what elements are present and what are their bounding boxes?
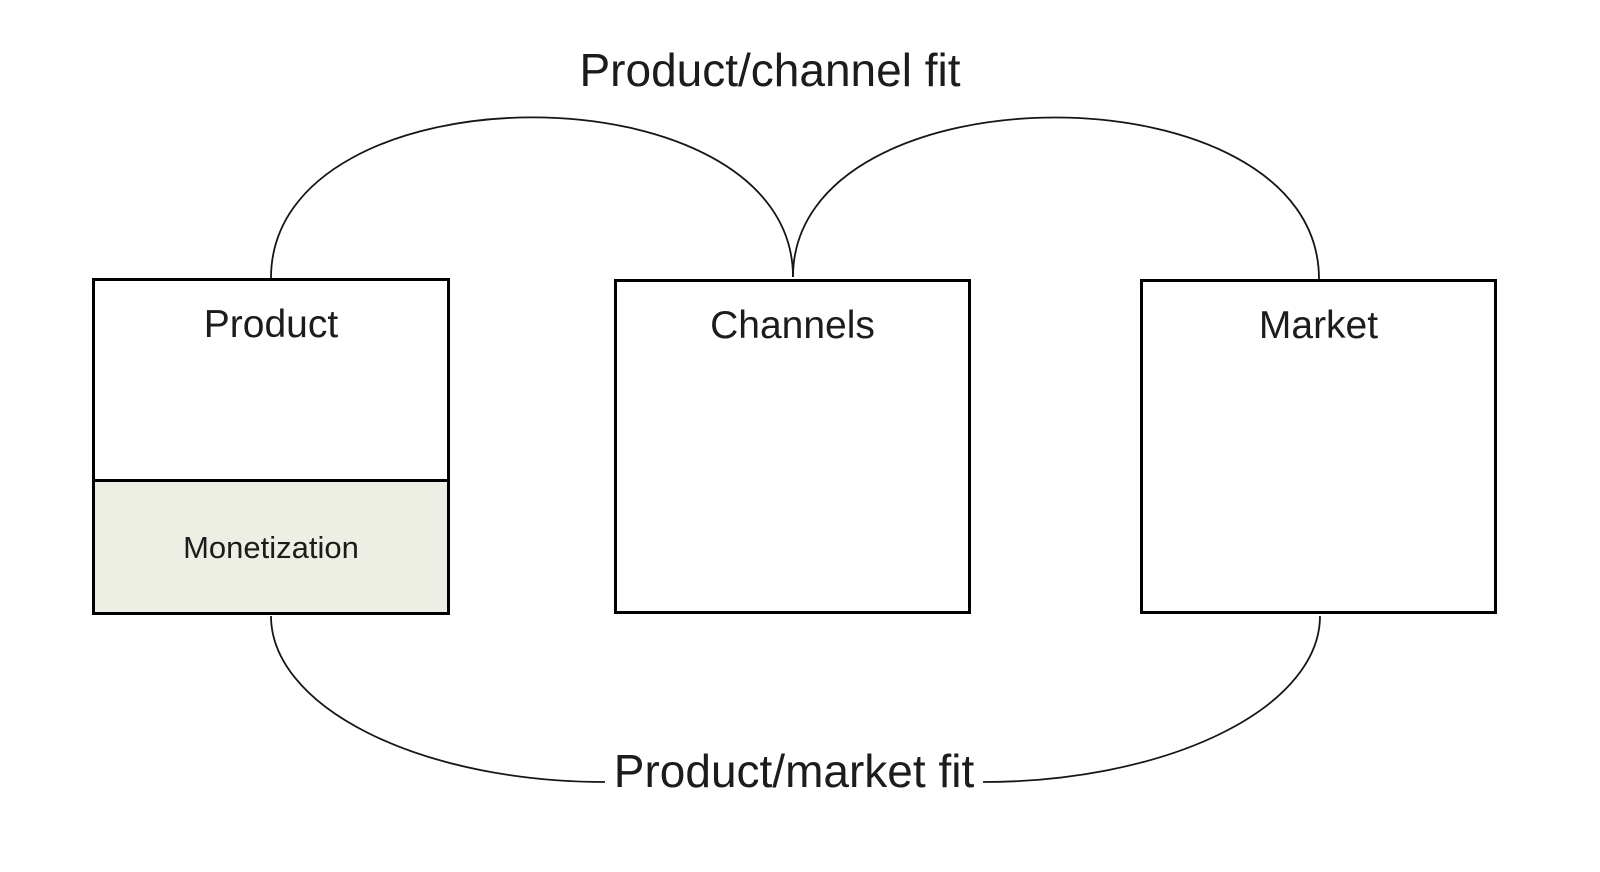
monetization-section: Monetization xyxy=(95,479,447,612)
product-to-market-fit-arc-right xyxy=(982,615,1321,783)
product-box: Product Monetization xyxy=(92,278,450,615)
product-channel-fit-label: Product/channel fit xyxy=(579,44,961,96)
product-box-title: Product xyxy=(203,303,339,346)
market-box: Market xyxy=(1140,279,1497,614)
channels-box-title: Channels xyxy=(710,304,875,347)
product-to-channels-arc xyxy=(270,116,794,279)
market-box-title: Market xyxy=(1258,304,1379,347)
channels-to-market-arc xyxy=(792,116,1320,280)
channels-box: Channels xyxy=(614,279,971,614)
monetization-label: Monetization xyxy=(183,529,359,565)
product-to-market-fit-arc-left xyxy=(270,615,606,783)
product-market-fit-label: Product/market fit xyxy=(613,745,975,797)
